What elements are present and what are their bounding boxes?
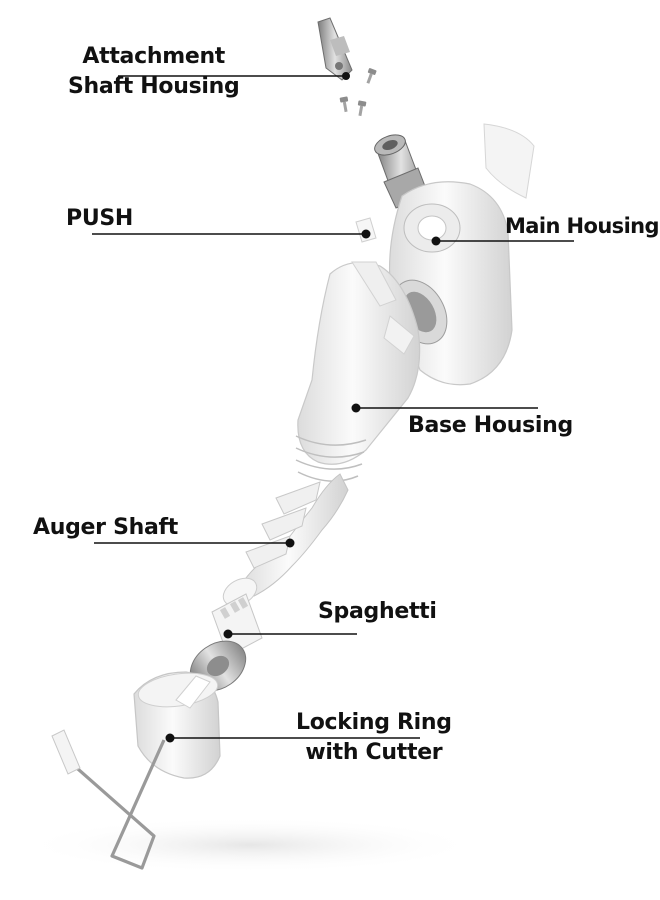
locking-ring-part — [133, 671, 221, 779]
cutter-wire — [51, 729, 166, 870]
main-housing-part — [388, 181, 513, 386]
label-locking-ring-with-cutter: Locking Ring with Cutter — [296, 708, 452, 768]
label-base-housing: Base Housing — [408, 411, 573, 441]
metal-plate-hole — [206, 655, 230, 677]
label-text: Base Housing — [408, 413, 573, 438]
label-main-housing: Main Housing — [505, 211, 660, 241]
label-text: Main Housing — [505, 214, 660, 238]
auger-shaft-part — [239, 473, 349, 597]
screws — [339, 68, 377, 117]
label-auger-shaft: Auger Shaft — [33, 513, 178, 543]
metal-coupling — [374, 134, 429, 209]
label-line: Locking Ring — [296, 710, 452, 735]
leader-lines — [92, 75, 574, 739]
attachment-shaft-housing-part — [317, 17, 353, 81]
label-line: with Cutter — [305, 740, 443, 765]
label-text: PUSH — [66, 206, 134, 231]
ground-shadow — [20, 817, 480, 873]
label-line: Attachment — [82, 44, 226, 69]
label-push: PUSH — [66, 204, 133, 234]
base-housing-part — [295, 261, 421, 482]
leader-dots — [165, 72, 441, 743]
label-spaghetti: Spaghetti — [318, 597, 437, 627]
cover-plate — [483, 123, 535, 199]
spaghetti-die-part — [211, 593, 263, 657]
label-line: Shaft Housing — [68, 74, 240, 99]
label-attachment-shaft-housing: Attachment Shaft Housing — [68, 42, 240, 102]
label-text: Auger Shaft — [33, 515, 179, 540]
label-text: Spaghetti — [318, 599, 437, 624]
